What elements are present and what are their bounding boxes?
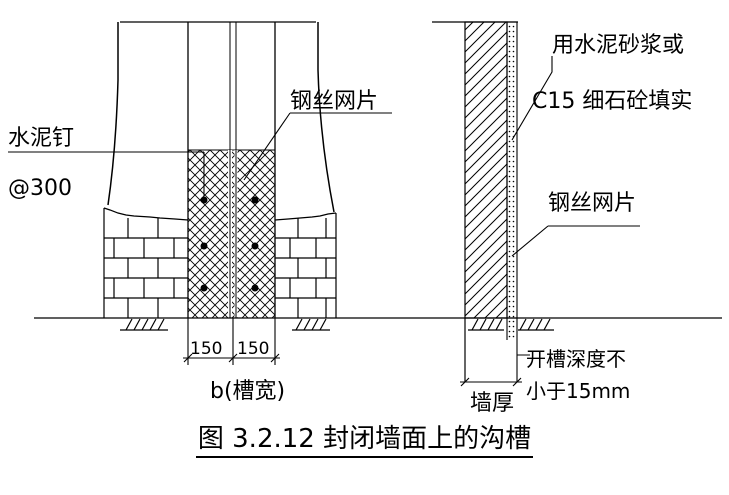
wall-outline-left — [107, 22, 119, 206]
left-section-view: 150 150 b(槽宽) 水泥钉 @300 钢丝网片 — [8, 21, 722, 404]
dim-150-right: 150 — [237, 339, 269, 359]
nail — [200, 242, 208, 250]
cement-nails — [200, 196, 259, 292]
right-section-view: 墙厚 开槽深度不 小于15mm 用水泥砂浆或 C15 细石砼填实 钢丝网片 — [432, 21, 692, 416]
dimension-lines — [183, 318, 280, 365]
mortar-label-1: 用水泥砂浆或 — [552, 33, 684, 58]
dim-150-left: 150 — [190, 339, 222, 359]
groove-width-label: b(槽宽) — [210, 379, 285, 404]
nail — [251, 242, 259, 250]
figure-caption: 图 3.2.12 封闭墙面上的沟槽 — [0, 418, 729, 458]
nail — [251, 196, 259, 204]
wall-section-hatch — [464, 21, 508, 319]
wire-mesh-label-left: 钢丝网片 — [290, 89, 378, 114]
wall-outline-right — [317, 22, 335, 213]
nail — [251, 284, 259, 292]
wall-thickness-label: 墙厚 — [470, 391, 514, 416]
ground-hatch-right — [468, 318, 554, 331]
ground-hatch-left — [120, 318, 330, 331]
mortar-fill — [506, 21, 518, 319]
mortar-label-2: C15 细石砼填实 — [532, 89, 692, 114]
nail — [200, 284, 208, 292]
brick-wall-left — [104, 218, 188, 318]
wire-mesh-label-right: 钢丝网片 — [548, 191, 636, 216]
groove-depth-label-2: 小于15mm — [526, 379, 630, 403]
nail-spacing-label: @300 — [8, 176, 72, 201]
cement-nail-label: 水泥钉 — [8, 126, 74, 151]
brick-wall-right — [275, 218, 336, 318]
nail — [200, 196, 208, 204]
groove-depth-label-1: 开槽深度不 — [526, 347, 626, 371]
